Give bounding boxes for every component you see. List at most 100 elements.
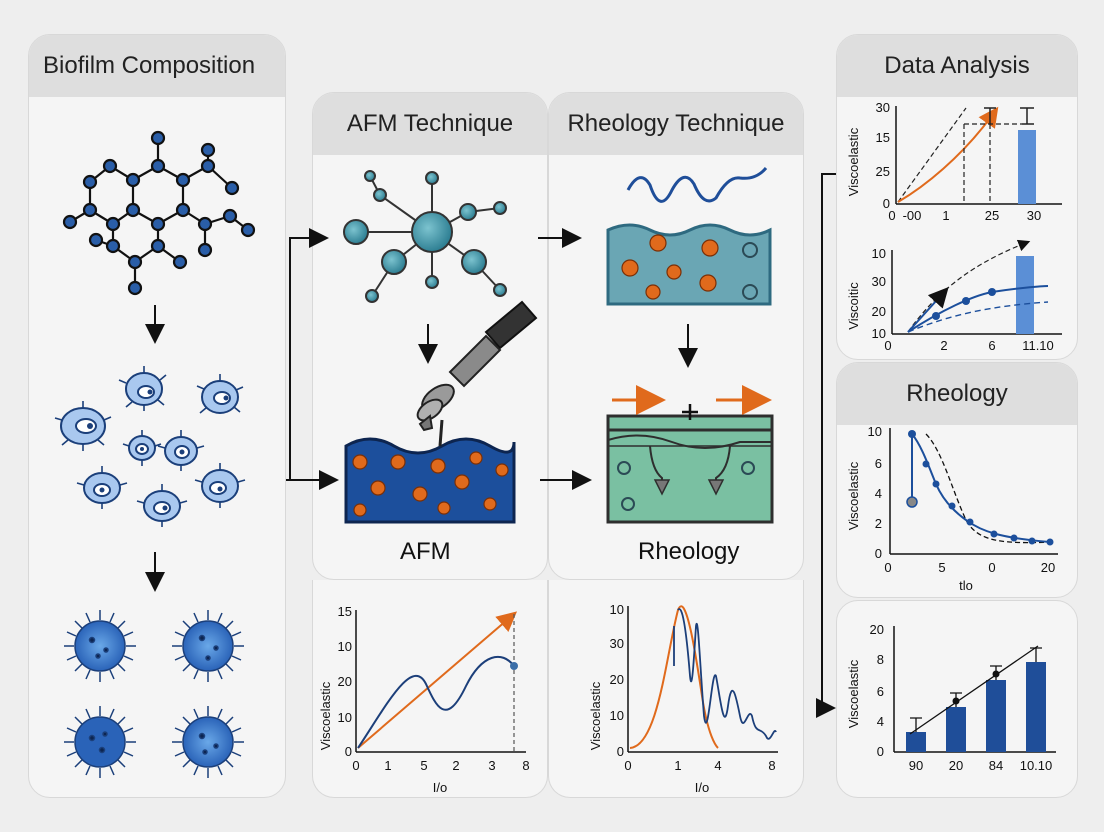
x-tick: 0: [988, 560, 995, 575]
y-tick: 0: [875, 546, 882, 561]
y-tick: 8: [877, 652, 884, 667]
series-line: [907, 287, 949, 333]
y-tick: 0: [345, 744, 352, 759]
composition-title: Biofilm Composition: [29, 35, 285, 97]
y-tick: 30: [610, 636, 624, 651]
y-ticks: 10 30 20 10: [872, 246, 886, 341]
data-analysis-title: Data Analysis: [837, 35, 1077, 97]
y-tick: 10: [338, 639, 352, 654]
y-axis-label: Viscoelastic: [846, 659, 861, 728]
x-tick: 1: [674, 758, 681, 773]
data-point: [952, 697, 960, 705]
bacteria-icon: [54, 366, 246, 527]
x-tick: 84: [989, 758, 1003, 773]
y-ticks: 0 10 20 10 15: [338, 604, 352, 759]
connector-arrow: [286, 228, 329, 481]
x-ticks: 0 -00 1 25 30: [888, 208, 1041, 223]
data-analysis-chart-1: Viscoelastic 0 25 15 30 0 -00 1 25 30: [846, 100, 1062, 223]
y-tick: 6: [877, 684, 884, 699]
x-tick: 10.10: [1020, 758, 1053, 773]
x-axis-label: I/o: [695, 780, 709, 795]
connector-arrow: [816, 173, 836, 718]
y-tick: 10: [610, 602, 624, 617]
x-tick: 2: [452, 758, 459, 773]
series-line: [925, 433, 1055, 544]
y-tick: 20: [870, 622, 884, 637]
y-tick: 10: [610, 708, 624, 723]
y-tick: 20: [872, 304, 886, 319]
molecule-icon: [62, 130, 256, 296]
y-tick: 25: [876, 164, 890, 179]
series-line: [897, 107, 967, 203]
data-point: [932, 312, 940, 320]
x-tick: 5: [420, 758, 427, 773]
y-tick: 15: [338, 604, 352, 619]
data-point: [988, 288, 996, 296]
x-tick: 5: [938, 560, 945, 575]
y-tick: 30: [876, 100, 890, 115]
series-line: [629, 605, 719, 749]
y-axis-label: Viscoitic: [846, 282, 861, 330]
y-tick: 15: [876, 130, 890, 145]
data-analysis-chart-2: Viscoitic 10 30 20 10 0 2 6 11.10: [846, 239, 1062, 353]
series-line: [907, 239, 1031, 333]
series-line: [911, 433, 1051, 543]
error-bar: [984, 107, 1034, 125]
molecule-icon: [343, 170, 507, 303]
x-tick: 90: [909, 758, 923, 773]
y-tick: 10: [868, 424, 882, 439]
y-ticks: 0 10 20 30 10: [610, 602, 624, 759]
y-tick: 0: [877, 744, 884, 759]
series-line: [673, 608, 777, 740]
y-tick: 6: [875, 456, 882, 471]
y-ticks: 0 25 15 30: [876, 100, 890, 211]
y-tick: 2: [875, 516, 882, 531]
afm-label: AFM: [400, 538, 451, 565]
series-line: [897, 106, 999, 203]
trend-line: [909, 645, 1039, 735]
data-point: [510, 662, 518, 670]
bar: [946, 707, 966, 752]
bar: [906, 732, 926, 752]
y-axis-label: Viscoelastic: [588, 681, 603, 750]
x-axis-label: I/o: [433, 780, 447, 795]
x-tick: 1: [384, 758, 391, 773]
bar: [986, 680, 1006, 752]
bars: [906, 645, 1046, 752]
afm-probe-icon: [416, 300, 538, 447]
x-tick: 11.10: [1022, 338, 1054, 353]
x-tick: 0: [884, 338, 891, 353]
series-line: [357, 611, 518, 749]
y-ticks: 0 2 4 6 8 10: [868, 424, 882, 561]
x-axis-label: tlo: [959, 578, 973, 593]
x-tick: 1: [942, 208, 949, 223]
y-tick: 4: [877, 714, 884, 729]
y-tick: 0: [617, 744, 624, 759]
y-ticks: 0 4 6 8 20: [870, 622, 884, 759]
bar: [1016, 256, 1034, 334]
x-tick: 8: [768, 758, 775, 773]
data-analysis-panel: Data Analysis: [836, 34, 1078, 360]
x-tick: 25: [985, 208, 999, 223]
x-ticks: 0 5 0 20: [884, 560, 1055, 575]
y-tick: 10: [338, 710, 352, 725]
data-point: [906, 496, 918, 508]
wave-icon: [626, 167, 768, 203]
x-tick: 30: [1027, 208, 1041, 223]
rheology-technique-chart: Viscoelastic 0 10 20 30 10 0 1 4 8 I/o: [588, 602, 778, 795]
x-tick: -00: [903, 208, 922, 223]
rheology-chart: Viscoelastic 0 2 4 6 8 10 0 5 0 20 tlo: [846, 424, 1058, 593]
x-ticks: 0 2 6 11.10: [884, 338, 1053, 353]
rheology-label: Rheology: [638, 538, 740, 565]
afm-chart: Viscoelastic 0 10 20 10 15 0 1 5 2 3 8 I…: [318, 604, 530, 795]
data-point: [962, 297, 970, 305]
rheology-panel: Rheology: [836, 362, 1078, 598]
x-tick: 0: [624, 758, 631, 773]
bar: [1018, 130, 1036, 204]
liquid-bath-icon: [606, 223, 772, 306]
y-axis-label: Viscoelastic: [318, 681, 333, 750]
x-tick: 2: [940, 338, 947, 353]
x-tick: 4: [714, 758, 721, 773]
